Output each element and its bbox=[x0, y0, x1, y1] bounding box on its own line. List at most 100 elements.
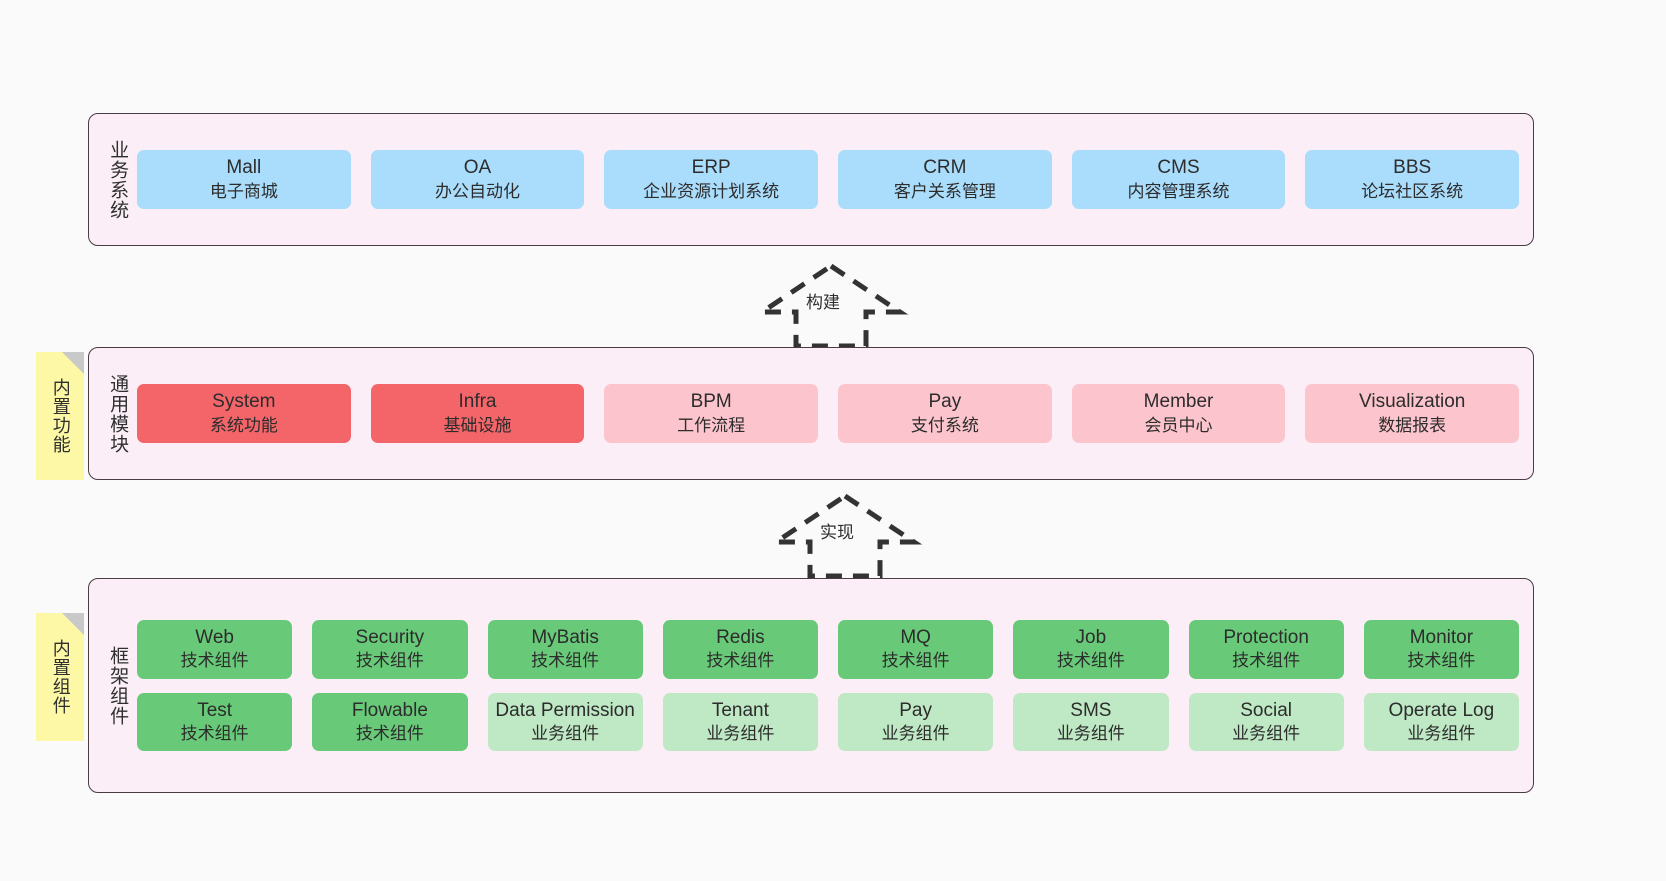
node-title: Flowable bbox=[351, 699, 428, 721]
node-subtitle: 技术组件 bbox=[1232, 651, 1301, 671]
layer-common-modules: 通用模块 System 系统功能 Infra 基础设施 BPM 工作流程 Pay… bbox=[88, 347, 1534, 480]
node-title: Social bbox=[1240, 699, 1292, 721]
note-text: 内置组件 bbox=[50, 639, 71, 715]
node-title: Pay bbox=[899, 699, 932, 721]
node-monitor[interactable]: Monitor 技术组件 bbox=[1363, 619, 1519, 679]
node-bpm[interactable]: BPM 工作流程 bbox=[604, 384, 819, 443]
note-text: 内置功能 bbox=[50, 378, 71, 454]
node-protection[interactable]: Protection 技术组件 bbox=[1188, 619, 1344, 679]
node-bbs[interactable]: BBS 论坛社区系统 bbox=[1305, 150, 1520, 209]
node-title: System bbox=[212, 391, 276, 413]
node-visualization[interactable]: Visualization 数据报表 bbox=[1305, 384, 1520, 443]
node-subtitle: 企业资源计划系统 bbox=[643, 181, 780, 201]
node-subtitle: 系统功能 bbox=[209, 415, 278, 435]
node-title: SMS bbox=[1070, 699, 1112, 721]
node-subtitle: 业务组件 bbox=[706, 724, 775, 744]
node-title: Redis bbox=[716, 626, 765, 648]
layer-body-framework-components: Web 技术组件 Security 技术组件 MyBatis 技术组件 Redi… bbox=[137, 589, 1519, 782]
node-subtitle: 技术组件 bbox=[355, 724, 424, 744]
node-title: Infra bbox=[458, 391, 497, 413]
node-subtitle: 业务组件 bbox=[1232, 724, 1301, 744]
node-title: Pay bbox=[928, 391, 962, 413]
node-mall[interactable]: Mall 电子商城 bbox=[137, 150, 351, 209]
node-member[interactable]: Member 会员中心 bbox=[1071, 384, 1286, 443]
node-title: MyBatis bbox=[531, 626, 599, 648]
note-fold-corner-icon bbox=[62, 613, 84, 635]
layer-body-business-systems: Mall 电子商城 OA 办公自动化 ERP 企业资源计划系统 CRM 客户关系… bbox=[137, 124, 1520, 235]
node-subtitle: 业务组件 bbox=[881, 724, 950, 744]
node-title: Monitor bbox=[1409, 626, 1474, 648]
node-title: Test bbox=[197, 699, 233, 721]
node-title: Visualization bbox=[1359, 391, 1466, 413]
layer-row: Web 技术组件 Security 技术组件 MyBatis 技术组件 Redi… bbox=[137, 619, 1519, 679]
node-subtitle: 技术组件 bbox=[180, 651, 249, 671]
node-test[interactable]: Test 技术组件 bbox=[137, 692, 293, 752]
node-title: Tenant bbox=[711, 699, 769, 721]
node-subtitle: 业务组件 bbox=[1407, 724, 1476, 744]
layer-row: System 系统功能 Infra 基础设施 BPM 工作流程 Pay 支付系统… bbox=[137, 384, 1520, 443]
hollow-arrow-up-icon bbox=[767, 492, 923, 579]
node-subtitle: 技术组件 bbox=[531, 651, 600, 671]
node-subtitle: 数据报表 bbox=[1378, 415, 1447, 435]
arrow-label-implement: 实现 bbox=[820, 523, 854, 542]
node-security[interactable]: Security 技术组件 bbox=[312, 619, 468, 679]
layer-row: Mall 电子商城 OA 办公自动化 ERP 企业资源计划系统 CRM 客户关系… bbox=[137, 150, 1520, 209]
node-job[interactable]: Job 技术组件 bbox=[1013, 619, 1169, 679]
node-subtitle: 内容管理系统 bbox=[1127, 181, 1230, 201]
arrow-label-build: 构建 bbox=[806, 293, 840, 312]
node-title: MQ bbox=[900, 626, 931, 648]
node-mybatis[interactable]: MyBatis 技术组件 bbox=[487, 619, 643, 679]
node-subtitle: 技术组件 bbox=[180, 724, 249, 744]
node-crm[interactable]: CRM 客户关系管理 bbox=[838, 150, 1052, 209]
hollow-arrow-up-icon bbox=[753, 262, 909, 349]
node-subtitle: 论坛社区系统 bbox=[1361, 181, 1464, 201]
node-system[interactable]: System 系统功能 bbox=[137, 384, 351, 443]
node-subtitle: 技术组件 bbox=[1056, 651, 1125, 671]
layer-title-framework-components: 框架组件 bbox=[107, 645, 129, 726]
node-subtitle: 客户关系管理 bbox=[893, 181, 996, 201]
node-oa[interactable]: OA 办公自动化 bbox=[370, 150, 585, 209]
node-sms[interactable]: SMS 业务组件 bbox=[1013, 692, 1169, 752]
note-fold-corner-icon bbox=[62, 352, 84, 374]
node-title: Web bbox=[195, 626, 234, 648]
node-title: Member bbox=[1143, 391, 1214, 413]
node-subtitle: 技术组件 bbox=[1407, 651, 1476, 671]
arrow-implement: 实现 bbox=[767, 492, 923, 579]
node-tenant[interactable]: Tenant 业务组件 bbox=[662, 692, 818, 752]
node-title: Security bbox=[355, 626, 425, 648]
node-title: BPM bbox=[690, 391, 732, 413]
node-subtitle: 基础设施 bbox=[443, 415, 512, 435]
node-social[interactable]: Social 业务组件 bbox=[1188, 692, 1344, 752]
node-pay[interactable]: Pay 支付系统 bbox=[838, 384, 1052, 443]
node-subtitle: 技术组件 bbox=[706, 651, 775, 671]
node-title: CRM bbox=[923, 157, 967, 179]
layer-title-business-systems: 业务系统 bbox=[107, 139, 129, 220]
node-cms[interactable]: CMS 内容管理系统 bbox=[1071, 150, 1286, 209]
node-subtitle: 支付系统 bbox=[910, 415, 979, 435]
node-erp[interactable]: ERP 企业资源计划系统 bbox=[604, 150, 819, 209]
node-title: Data Permission bbox=[495, 699, 635, 721]
node-title: Operate Log bbox=[1388, 699, 1495, 721]
node-subtitle: 办公自动化 bbox=[435, 181, 520, 201]
node-subtitle: 工作流程 bbox=[677, 415, 746, 435]
arrow-build: 构建 bbox=[753, 262, 909, 349]
node-pay-business[interactable]: Pay 业务组件 bbox=[838, 692, 994, 752]
node-subtitle: 技术组件 bbox=[355, 651, 424, 671]
layer-business-systems: 业务系统 Mall 电子商城 OA 办公自动化 ERP 企业资源计划系统 CRM… bbox=[88, 113, 1534, 246]
node-infra[interactable]: Infra 基础设施 bbox=[370, 384, 585, 443]
node-web[interactable]: Web 技术组件 bbox=[137, 619, 293, 679]
node-subtitle: 业务组件 bbox=[531, 724, 600, 744]
layer-title-common-modules: 通用模块 bbox=[107, 373, 129, 454]
node-flowable[interactable]: Flowable 技术组件 bbox=[312, 692, 468, 752]
sticky-note-builtin-features: 内置功能 bbox=[36, 352, 84, 480]
node-data-permission[interactable]: Data Permission 业务组件 bbox=[487, 692, 643, 752]
node-mq[interactable]: MQ 技术组件 bbox=[838, 619, 994, 679]
node-subtitle: 业务组件 bbox=[1056, 724, 1125, 744]
node-title: Job bbox=[1075, 626, 1107, 648]
sticky-note-builtin-components: 内置组件 bbox=[36, 613, 84, 741]
layer-framework-components: 框架组件 Web 技术组件 Security 技术组件 MyBatis 技术组件… bbox=[88, 578, 1534, 793]
node-redis[interactable]: Redis 技术组件 bbox=[662, 619, 818, 679]
node-operate-log[interactable]: Operate Log 业务组件 bbox=[1363, 692, 1519, 752]
layer-row: Test 技术组件 Flowable 技术组件 Data Permission … bbox=[137, 692, 1519, 752]
